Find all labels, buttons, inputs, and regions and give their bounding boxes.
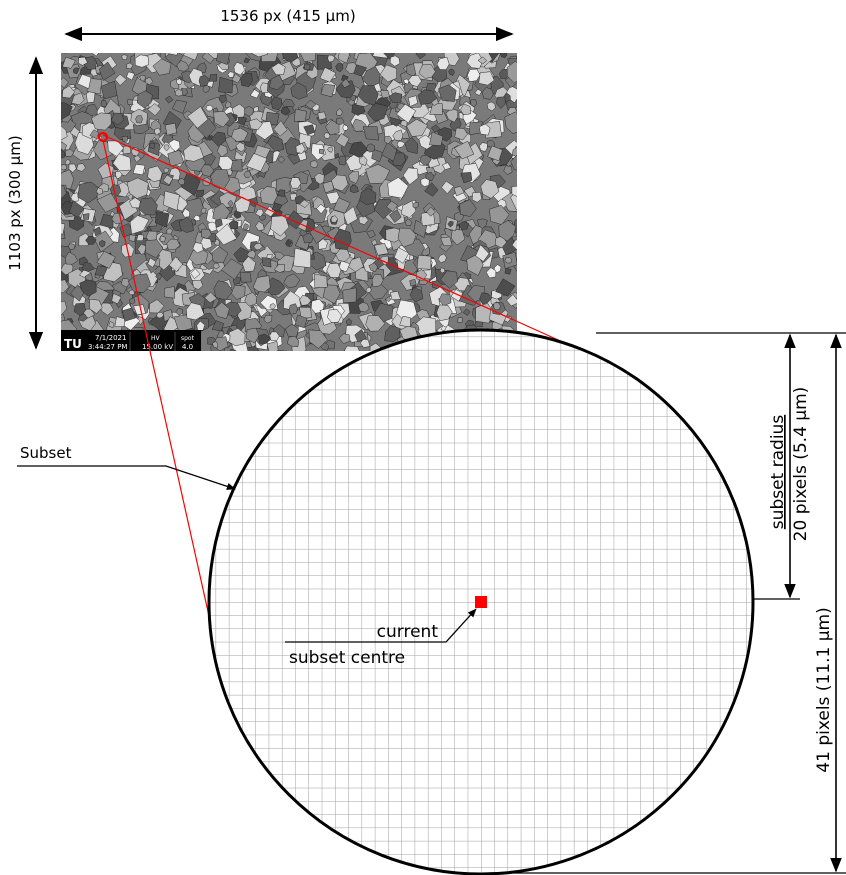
zoom-line-bottom	[102, 139, 214, 635]
crystal-texture	[61, 53, 517, 351]
centre-label-line1: current	[377, 622, 439, 642]
centre-leader	[285, 608, 477, 643]
sem-date: 7/1/2021	[95, 334, 126, 342]
radius-label-line2: 20 pixels (5.4 µm)	[791, 387, 811, 542]
sem-logo: TU	[64, 337, 82, 351]
diameter-dimension: 41 pixels (11.1 µm)	[490, 332, 846, 874]
subset-callout: Subset	[17, 444, 236, 490]
sem-spot-label: spot	[181, 335, 195, 342]
image-height-label: 1103 px (300 µm)	[6, 135, 24, 270]
image-width-dimension: 1536 px (415 µm)	[64, 7, 514, 42]
sem-info-bar: TU 7/1/2021 3:44:27 PM HV 15.00 kV spot …	[61, 330, 201, 351]
sem-subset-marker	[97, 131, 109, 143]
diameter-label: 41 pixels (11.1 µm)	[814, 607, 834, 772]
centre-callout: current subset centre	[285, 608, 477, 668]
subset-circle	[207, 328, 755, 875]
sem-micrograph: TU 7/1/2021 3:44:27 PM HV 15.00 kV spot …	[61, 53, 517, 351]
sem-hv-label: HV	[151, 335, 161, 342]
sem-spot-value: 4.0	[182, 343, 193, 351]
radius-label-line1: subset radius	[768, 415, 788, 530]
radius-dimension: subset radius 20 pixels (5.4 µm)	[596, 332, 811, 600]
sem-hv-value: 15.00 kV	[142, 343, 173, 351]
zoom-line-top	[102, 134, 597, 358]
subset-centre-pixel	[475, 596, 487, 608]
image-height-dimension: 1103 px (300 µm)	[6, 56, 44, 350]
sem-time: 3:44:27 PM	[88, 343, 127, 351]
image-width-label: 1536 px (415 µm)	[220, 7, 355, 25]
subset-leader	[17, 465, 236, 490]
subset-outline	[207, 328, 755, 875]
centre-label-line2: subset centre	[289, 648, 405, 668]
subset-label: Subset	[20, 444, 72, 462]
